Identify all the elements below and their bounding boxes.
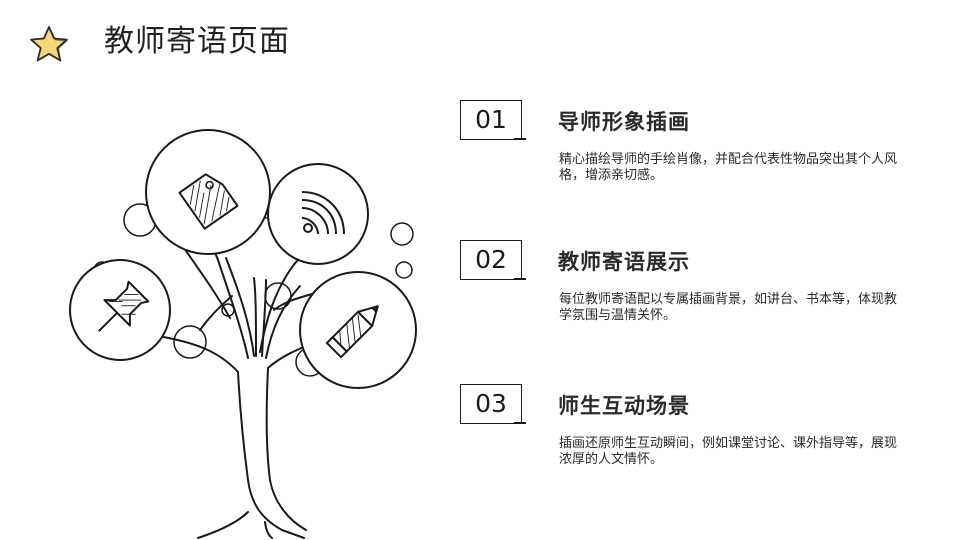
tree-illustration	[69, 129, 417, 539]
feature-item-3: 03 师生互动场景 插画还原师生互动瞬间，例如课堂讨论、课外指导等，展现浓厚的人…	[460, 384, 920, 484]
star-icon	[30, 26, 68, 62]
feature-number: 01	[475, 105, 507, 134]
feature-title: 导师形象插画	[558, 110, 690, 134]
pencil-icon	[325, 305, 379, 359]
page-title: 教师寄语页面	[104, 24, 290, 59]
feature-title: 师生互动场景	[558, 394, 690, 418]
feature-number: 03	[475, 389, 507, 418]
feature-item-2: 02 教师寄语展示 每位教师寄语配以专属插画背景，如讲台、书本等，体现教学氛围与…	[460, 240, 920, 340]
feature-description: 插画还原师生互动瞬间，例如课堂讨论、课外指导等，展现浓厚的人文情怀。	[559, 436, 898, 467]
feature-item-1: 01 导师形象插画 精心描绘导师的手绘肖像，并配合代表性物品突出其个人风格，增添…	[460, 100, 920, 200]
feature-title: 教师寄语展示	[558, 250, 690, 274]
feature-description: 精心描绘导师的手绘肖像，并配合代表性物品突出其个人风格，增添亲切感。	[559, 152, 898, 183]
rss-icon	[301, 191, 345, 235]
pin-icon	[98, 280, 150, 332]
number-box	[460, 100, 522, 140]
number-box	[460, 240, 522, 280]
feature-number: 02	[475, 245, 507, 274]
tag-icon	[178, 173, 239, 230]
feature-description: 每位教师寄语配以专属插画背景，如讲台、书本等，体现教学氛围与温情关怀。	[559, 292, 898, 323]
number-box	[460, 384, 522, 424]
